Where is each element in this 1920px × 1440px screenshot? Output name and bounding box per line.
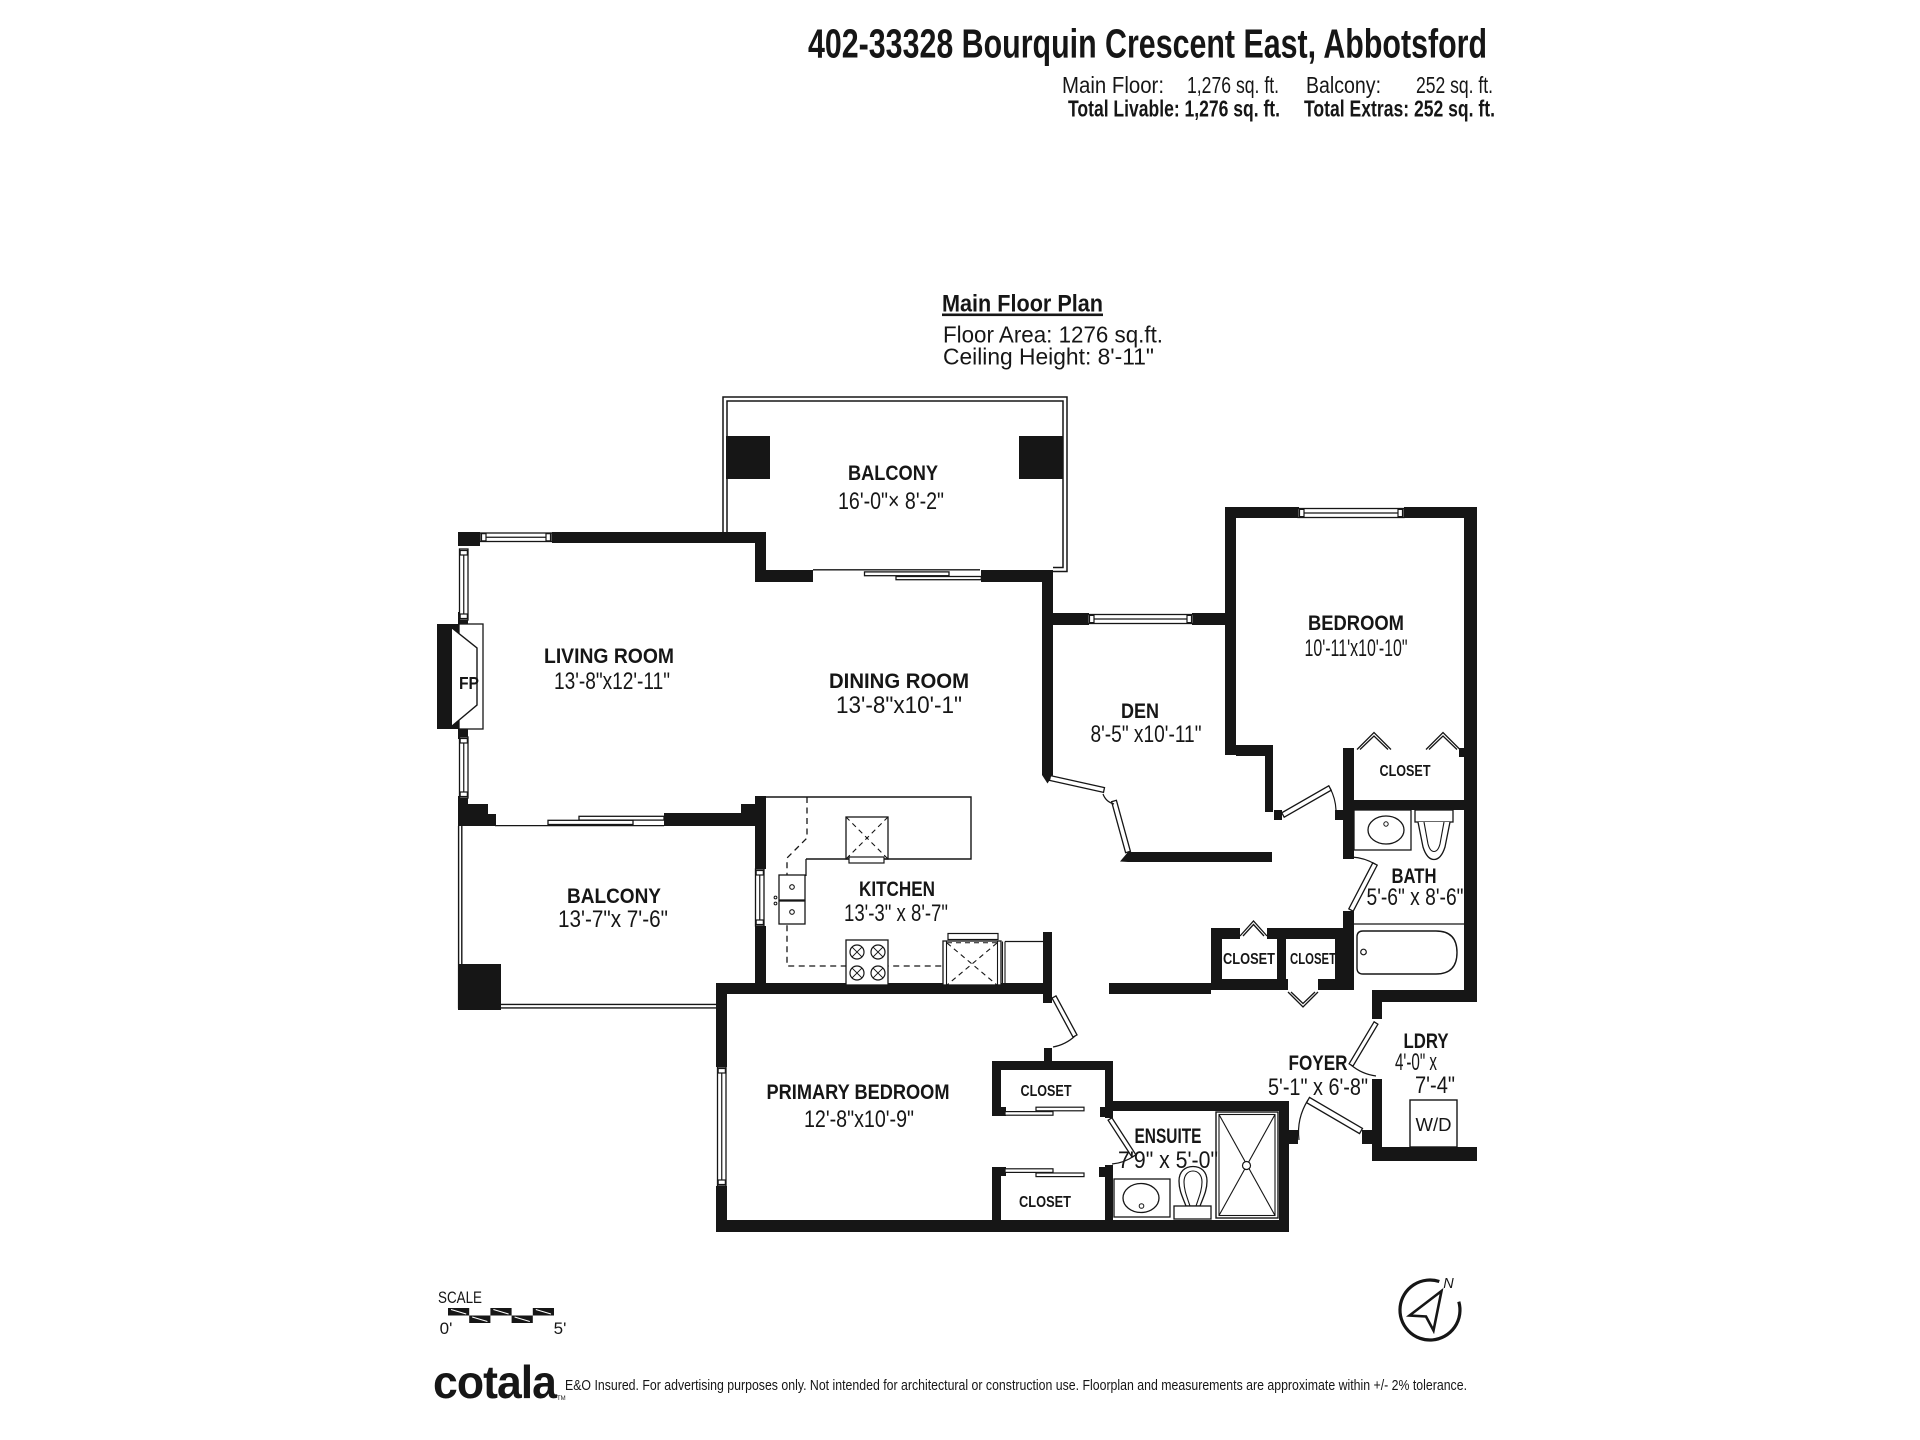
svg-text:Main Floor Plan: Main Floor Plan — [942, 291, 1103, 318]
svg-text:5': 5' — [554, 1319, 567, 1338]
svg-text:CLOSET: CLOSET — [1290, 951, 1336, 968]
svg-text:E&O Insured. For advertising p: E&O Insured. For advertising purposes on… — [565, 1378, 1467, 1394]
svg-text:252 sq. ft.: 252 sq. ft. — [1416, 72, 1493, 98]
svg-text:FOYER: FOYER — [1289, 1051, 1348, 1075]
svg-text:Total Extras: 252 sq. ft.: Total Extras: 252 sq. ft. — [1304, 96, 1495, 122]
svg-text:5'-1" x 6'-8": 5'-1" x 6'-8" — [1268, 1074, 1368, 1101]
svg-text:10'-11'x10'-10": 10'-11'x10'-10" — [1305, 635, 1408, 662]
svg-text:7'-4": 7'-4" — [1415, 1072, 1455, 1099]
svg-text:13'-3" x 8'-7": 13'-3" x 8'-7" — [844, 900, 948, 927]
svg-text:4'-0" x: 4'-0" x — [1395, 1049, 1437, 1076]
svg-text:TM: TM — [557, 1396, 566, 1402]
svg-text:13'-8"x10'-1": 13'-8"x10'-1" — [836, 692, 962, 719]
svg-text:5'-6" x 8'-6": 5'-6" x 8'-6" — [1367, 884, 1464, 911]
svg-text:CLOSET: CLOSET — [1223, 951, 1275, 968]
svg-text:8'-5" x10'-11": 8'-5" x10'-11" — [1091, 721, 1202, 748]
svg-text:Ceiling Height: 8'-11": Ceiling Height: 8'-11" — [943, 344, 1154, 370]
svg-text:1,276 sq. ft.: 1,276 sq. ft. — [1187, 72, 1279, 98]
svg-text:BALCONY: BALCONY — [848, 461, 938, 485]
svg-text:7'9" x 5'-0": 7'9" x 5'-0" — [1118, 1147, 1218, 1174]
svg-text:CLOSET: CLOSET — [1380, 763, 1431, 780]
svg-text:CLOSET: CLOSET — [1021, 1083, 1072, 1100]
svg-text:13'-7"x 7'-6": 13'-7"x 7'-6" — [558, 906, 668, 933]
svg-text:FP: FP — [459, 673, 479, 693]
svg-text:Main Floor:: Main Floor: — [1062, 72, 1164, 98]
svg-text:BATH: BATH — [1392, 864, 1437, 888]
svg-text:ENSUITE: ENSUITE — [1135, 1124, 1202, 1148]
svg-text:DEN: DEN — [1121, 699, 1159, 723]
svg-text:13'-8"x12'-11": 13'-8"x12'-11" — [554, 668, 670, 695]
svg-text:12'-8"x10'-9": 12'-8"x10'-9" — [804, 1106, 914, 1133]
svg-text:SCALE: SCALE — [438, 1289, 482, 1307]
svg-text:KITCHEN: KITCHEN — [859, 877, 935, 901]
svg-text:402-33328 Bourquin Crescent Ea: 402-33328 Bourquin Crescent East, Abbots… — [808, 21, 1487, 67]
svg-text:BEDROOM: BEDROOM — [1308, 611, 1404, 635]
svg-text:LIVING ROOM: LIVING ROOM — [544, 644, 674, 668]
svg-text:DINING ROOM: DINING ROOM — [829, 669, 969, 693]
svg-text:LDRY: LDRY — [1404, 1029, 1449, 1053]
svg-text:Total Livable: 1,276 sq. ft.: Total Livable: 1,276 sq. ft. — [1068, 96, 1280, 122]
svg-text:W/D: W/D — [1416, 1115, 1452, 1135]
svg-text:N: N — [1443, 1276, 1454, 1292]
svg-text:Floor Area: 1276 sq.ft.: Floor Area: 1276 sq.ft. — [943, 322, 1163, 348]
svg-text:PRIMARY BEDROOM: PRIMARY BEDROOM — [767, 1080, 950, 1104]
svg-text:0': 0' — [440, 1319, 453, 1338]
svg-text:BALCONY: BALCONY — [567, 884, 661, 908]
svg-text:Balcony:: Balcony: — [1306, 72, 1381, 98]
svg-text:cotala: cotala — [433, 1356, 557, 1408]
svg-text:CLOSET: CLOSET — [1019, 1194, 1071, 1211]
svg-text:16'-0"× 8'-2": 16'-0"× 8'-2" — [838, 488, 944, 515]
